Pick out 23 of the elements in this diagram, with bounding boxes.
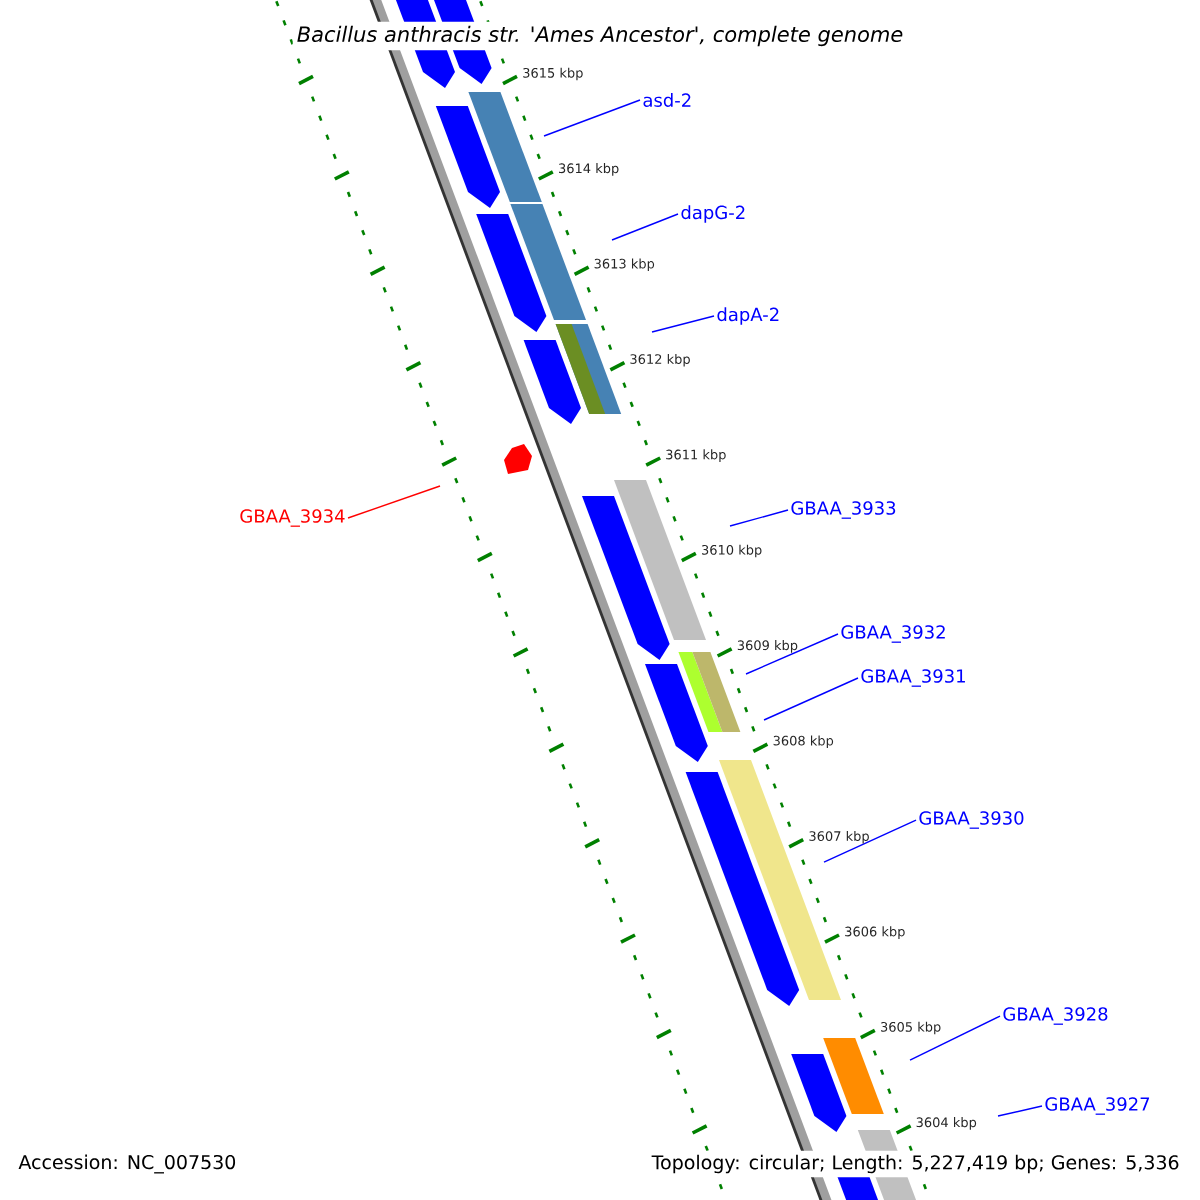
gene-label: asd-2 — [643, 93, 691, 107]
gene-label: GBAA_3930 — [919, 811, 1024, 829]
gene-label: GBAA_3928 — [1003, 1007, 1108, 1025]
gene-label: GBAA_3932 — [841, 625, 945, 643]
gene-label: GBAA_3934 — [240, 509, 345, 527]
leader-line — [745, 633, 839, 675]
leader-line — [763, 677, 859, 721]
leader-line — [347, 485, 441, 519]
leader-line — [543, 99, 641, 137]
leader-line — [729, 509, 789, 527]
title: Bacillus anthracis str. 'Ames Ancestor', complete genome — [292, 21, 908, 51]
leader-line — [909, 1015, 1001, 1061]
genome-stats-text: Topology: circular; Length: 5,227,419 bp; Genes: 5,336 — [647, 1150, 1184, 1178]
gene-label: GBAA_3931 — [861, 669, 965, 687]
leader-line — [823, 819, 917, 863]
gene-label: dapA-2 — [717, 307, 779, 325]
gene-label: GBAA_3933 — [791, 501, 896, 519]
accession-text: Accession: NC_007530 — [14, 1150, 241, 1178]
gene-label: GBAA_3927 — [1045, 1097, 1150, 1115]
leader-line — [651, 315, 715, 333]
leader-line — [611, 213, 679, 241]
leader-line — [997, 1105, 1043, 1117]
gene-label: dapG-2 — [681, 205, 745, 223]
